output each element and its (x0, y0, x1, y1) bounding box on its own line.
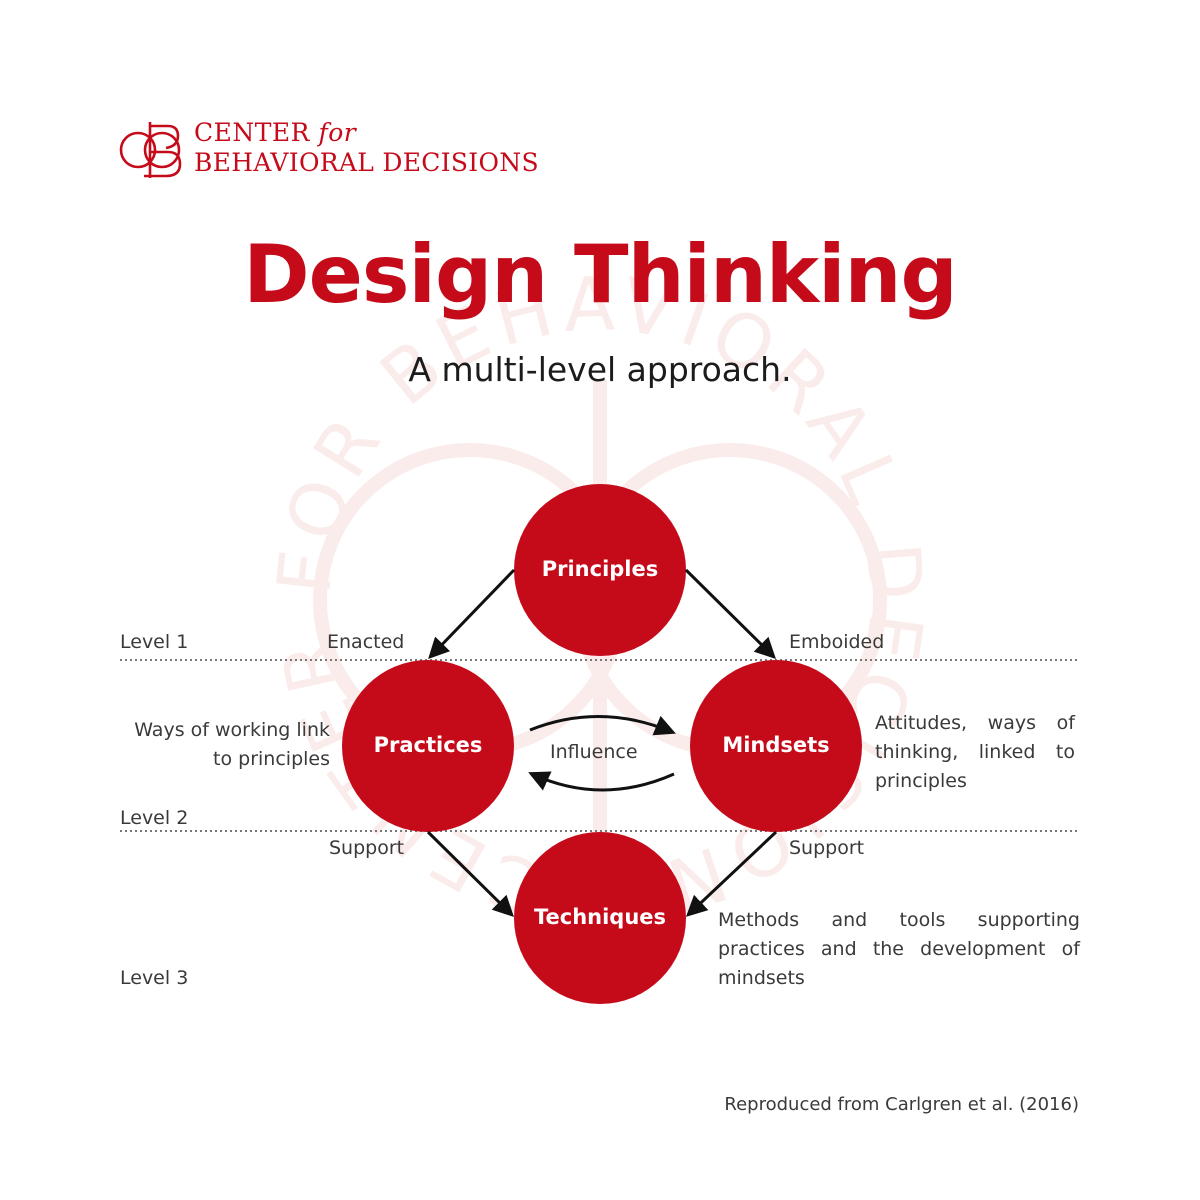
source-credit: Reproduced from Carlgren et al. (2016) (724, 1094, 1079, 1115)
enacted-arrow (428, 568, 516, 660)
mindsets-label: Mindsets (722, 733, 830, 757)
practices-node (342, 660, 514, 832)
enacted-label: Enacted (327, 631, 405, 653)
brand-logo: CENTER for BEHAVIORAL DECISIONS (118, 118, 539, 182)
mindsets-description: Attitudes, ways of thinking, linked to p… (875, 712, 1075, 792)
page-subtitle: A multi-level approach. (408, 350, 792, 389)
embodied-arrow (684, 568, 776, 659)
practices-label: Practices (373, 733, 483, 757)
influence-arrow-forward (529, 715, 676, 736)
techniques-description: Methods and tools supporting practices a… (718, 909, 1080, 989)
practices-description: Ways of working link to principles (134, 719, 330, 770)
brand-name-line1: CENTER for (194, 118, 357, 147)
influence-label: Influence (550, 741, 638, 763)
techniques-node (514, 832, 686, 1004)
support-right-arrow (685, 830, 778, 917)
page-title: Design Thinking (243, 228, 958, 321)
level-3-label: Level 3 (120, 967, 189, 989)
influence-arrow-back (528, 771, 675, 792)
principles-label: Principles (541, 557, 659, 581)
support-left-arrow (426, 830, 514, 917)
level-1-label: Level 1 (120, 631, 189, 653)
principles-node (514, 484, 686, 656)
techniques-label: Techniques (533, 905, 667, 929)
support-left-label: Support (329, 837, 405, 859)
embodied-label: Emboided (789, 631, 885, 653)
brand-name-line2: BEHAVIORAL DECISIONS (194, 148, 539, 177)
mindsets-node (690, 660, 862, 832)
logo-monogram-icon (119, 122, 182, 178)
support-right-label: Support (789, 837, 865, 859)
level-2-label: Level 2 (120, 807, 189, 829)
